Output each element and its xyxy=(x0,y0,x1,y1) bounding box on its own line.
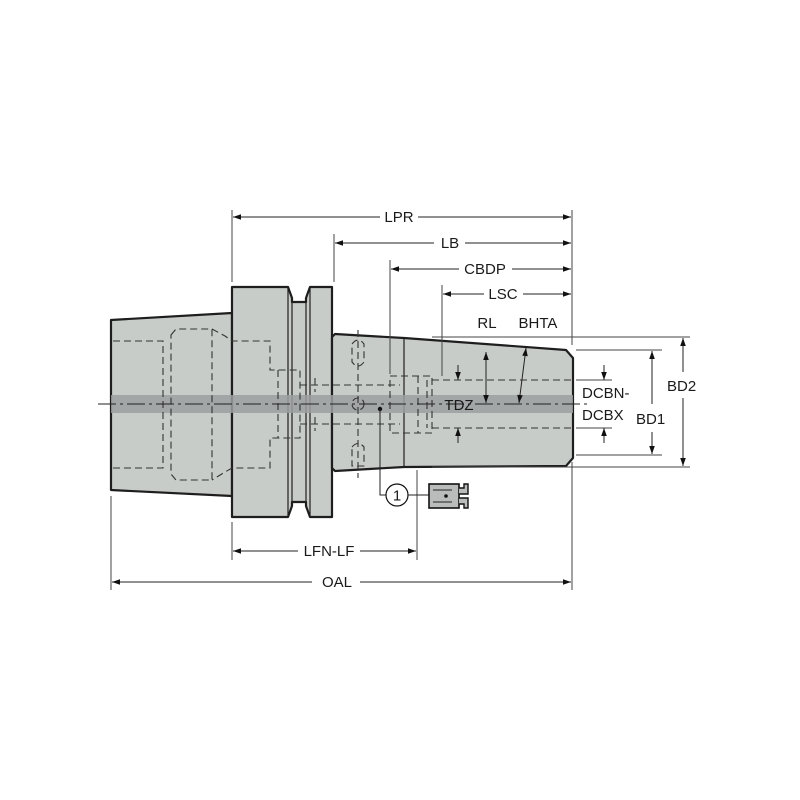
label-oal: OAL xyxy=(322,574,352,591)
set-screw-icon xyxy=(428,483,469,509)
label-bhta: BHTA xyxy=(519,315,558,332)
label-rl: RL xyxy=(477,315,496,332)
dimension-lines xyxy=(112,214,686,585)
label-lsc: LSC xyxy=(488,286,517,303)
callout-number: 1 xyxy=(393,488,401,505)
label-bd2: BD2 xyxy=(667,378,696,395)
label-dcbn: DCBN- xyxy=(582,385,630,402)
label-lpr: LPR xyxy=(384,209,413,226)
label-lfn-lf: LFN-LF xyxy=(304,543,355,560)
dimension-labels: LPR LB CBDP LSC RL BHTA TDZ DCBN- DCBX B… xyxy=(304,209,697,591)
label-dcbx: DCBX xyxy=(582,407,624,424)
label-lb: LB xyxy=(441,235,459,252)
hidden-lines xyxy=(113,328,573,481)
extension-lines xyxy=(110,210,690,590)
label-cbdp: CBDP xyxy=(464,261,506,278)
label-bd1: BD1 xyxy=(636,411,665,428)
label-tdz: TDZ xyxy=(444,397,473,414)
callout-1: 1 xyxy=(377,406,469,509)
